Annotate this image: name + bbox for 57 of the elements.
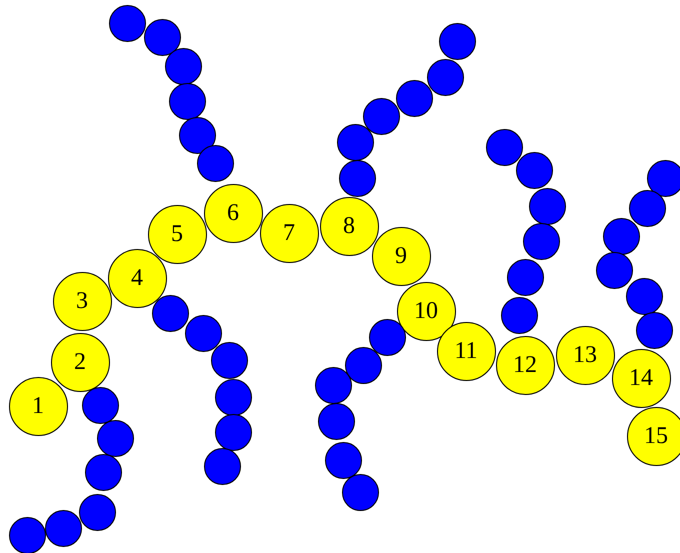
bead [628, 190, 666, 226]
bead [178, 116, 216, 154]
bead [184, 314, 222, 352]
bead [336, 124, 374, 160]
numbered-bead: 4 [108, 248, 166, 308]
bead [196, 144, 234, 182]
numbered-bead: 14 [612, 348, 670, 408]
bead [342, 474, 378, 510]
bead [516, 152, 552, 188]
bead [344, 346, 382, 384]
bead [210, 342, 248, 378]
bead [204, 448, 240, 484]
bead [596, 252, 632, 288]
bead [8, 516, 46, 553]
bead [108, 4, 146, 42]
bead [78, 494, 116, 530]
bead [438, 22, 476, 60]
bead [338, 160, 376, 196]
bead [626, 278, 662, 314]
bead [214, 378, 252, 416]
bead [168, 82, 206, 120]
bead [368, 318, 406, 356]
bead [164, 48, 202, 84]
bead [314, 366, 352, 404]
bead [500, 296, 538, 334]
bead [96, 420, 134, 456]
bead [362, 98, 400, 134]
numbered-bead: 9 [372, 226, 430, 286]
bead [486, 128, 522, 166]
numbered-bead: 11 [436, 322, 496, 380]
bead [646, 160, 680, 196]
bead [214, 414, 252, 450]
bead [522, 222, 560, 260]
bead [44, 510, 82, 546]
numbered-bead: 12 [496, 336, 554, 394]
bead [506, 258, 544, 296]
numbered-bead: 3 [52, 272, 112, 330]
numbered-bead: 2 [50, 332, 110, 392]
numbered-bead: 7 [260, 204, 318, 262]
bead [602, 218, 640, 254]
bead [636, 312, 672, 348]
bead [318, 402, 354, 440]
bead [396, 80, 432, 116]
numbered-bead: 6 [204, 184, 262, 242]
bead [528, 188, 566, 224]
bead [152, 294, 188, 332]
numbered-bead: 1 [8, 376, 68, 436]
bead [144, 18, 180, 56]
numbered-bead: 13 [556, 326, 614, 384]
bead [324, 442, 362, 478]
numbered-bead: 8 [320, 196, 378, 256]
numbered-bead: 5 [148, 204, 206, 264]
bead [82, 386, 118, 424]
bead [84, 454, 122, 490]
numbered-bead: 15 [626, 406, 680, 466]
bead [426, 58, 464, 96]
numbered-bead: 10 [396, 282, 456, 340]
